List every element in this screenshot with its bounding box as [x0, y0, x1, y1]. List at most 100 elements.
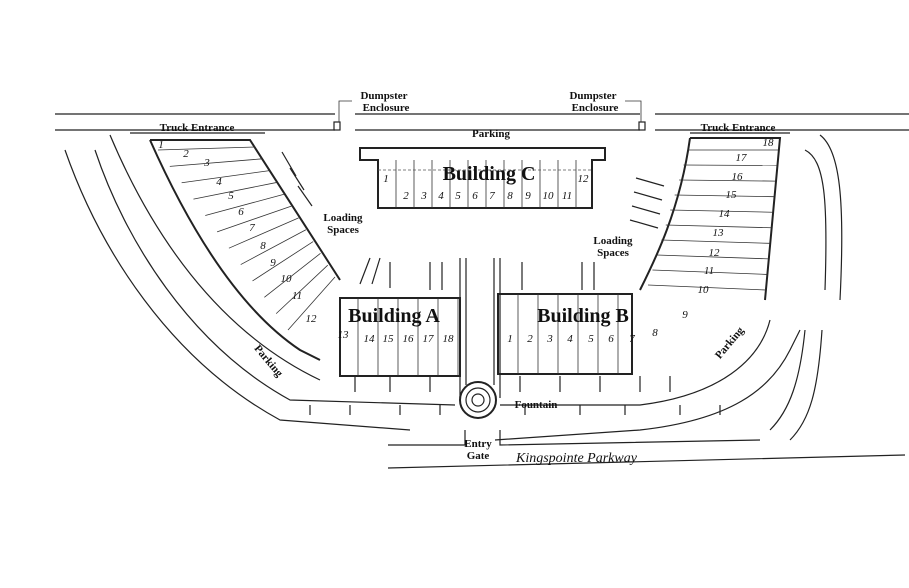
parkway-road [387, 430, 906, 469]
center-drive [459, 258, 501, 398]
building-a-unit: 5 [228, 190, 234, 202]
divider-line [157, 146, 256, 151]
divider-line [683, 164, 777, 166]
building-b-unit: 11 [704, 265, 714, 277]
building-b-unit: 10 [698, 284, 710, 296]
divider-line [674, 194, 775, 198]
building-c-unit: 1 [383, 173, 389, 185]
divider-line [635, 177, 665, 187]
right-inner-curb [500, 319, 771, 406]
dumpster-left-marker [333, 121, 341, 131]
building-a-unit: 9 [270, 257, 276, 269]
building-c-outline [359, 147, 606, 209]
building-c-unit: 3 [420, 190, 427, 202]
building-b-unit: 5 [588, 333, 594, 345]
divider-line [193, 182, 277, 200]
building-a-unit: 13 [338, 329, 350, 341]
divider-line [661, 239, 771, 244]
building-a-unit: 8 [260, 240, 266, 252]
truck-entrance-left-label: Truck Entrance [160, 122, 235, 134]
divider-line [652, 269, 768, 275]
right-parking-strip [804, 134, 843, 301]
divider-line [181, 170, 270, 184]
right-outer-curb [494, 329, 801, 441]
divider-line [216, 205, 292, 233]
divider-line [228, 217, 299, 249]
loading-right-label-1: Loading [593, 235, 633, 247]
dumpster-right-marker [638, 121, 646, 131]
divider-line [647, 284, 767, 291]
building-a-unit: 1 [158, 139, 164, 151]
divider-line [264, 253, 321, 298]
parking-right-label: Parking [713, 324, 747, 361]
building-c-unit: 5 [455, 190, 461, 202]
divider-line [371, 257, 381, 285]
fountain-outer [459, 381, 497, 419]
building-b-unit: 9 [682, 309, 688, 321]
fountain-middle [465, 387, 491, 413]
building-c-dividers [378, 160, 592, 208]
building-b-outline [497, 293, 633, 375]
divider-line [252, 241, 314, 282]
dumpster-left-label-2: Enclosure [363, 102, 410, 114]
building-a-unit: 18 [443, 333, 455, 345]
divider-line [240, 229, 307, 265]
building-a-name: Building A [348, 305, 440, 327]
building-c-unit: 4 [438, 190, 444, 202]
divider-line [656, 254, 769, 260]
left-building-outline [149, 139, 341, 361]
building-c-unit: 2 [403, 190, 409, 202]
loading-docks [281, 151, 665, 290]
right-building-outline [639, 137, 782, 301]
building-a-unit: 15 [383, 333, 395, 345]
building-b-unit: 3 [546, 333, 553, 345]
entry-gate-label-2: Gate [467, 450, 490, 462]
building-b-dividers [517, 294, 619, 374]
loading-right-label-2: Spaces [597, 247, 630, 259]
building-b-unit: 13 [713, 227, 725, 239]
building-b-unit: 15 [726, 189, 738, 201]
divider-line [665, 224, 772, 229]
loading-left-label-1: Loading [323, 212, 363, 224]
building-b-unit: 12 [709, 247, 721, 259]
building-b-unit: 4 [567, 333, 573, 345]
building-b-unit: 1 [507, 333, 513, 345]
building-c-unit: 12 [578, 173, 590, 185]
building-a-unit: 14 [364, 333, 376, 345]
building-b-name: Building B [537, 305, 629, 327]
divider-line [289, 167, 305, 191]
parking-top-label: Parking [472, 128, 510, 140]
truck-entrance-right-label: Truck Entrance [701, 122, 776, 134]
building-b-unit: 17 [736, 152, 748, 164]
right-road [769, 329, 823, 441]
building-a-unit: 12 [306, 313, 318, 325]
building-a-unit: 17 [423, 333, 435, 345]
dumpster-leaders [338, 100, 642, 122]
entry-gate-label-1: Entry [464, 438, 492, 450]
building-c-unit: 9 [525, 190, 531, 202]
divider-line [297, 185, 313, 207]
left-parking-edge [109, 134, 321, 381]
divider-line [631, 205, 661, 215]
building-a-unit: 7 [249, 222, 255, 234]
dumpster-right-label-1: Dumpster [569, 90, 616, 102]
dumpster-left-label-1: Dumpster [360, 90, 407, 102]
divider-line [633, 191, 663, 201]
divider-line [679, 179, 776, 182]
building-b-unit: 18 [763, 137, 775, 149]
divider-line [205, 193, 285, 216]
divider-line [281, 151, 297, 177]
building-c-unit: 11 [562, 190, 572, 202]
building-c-unit: 10 [543, 190, 555, 202]
building-a-unit: 6 [238, 206, 244, 218]
divider-line [629, 219, 659, 229]
right-unit-dividers [647, 149, 778, 291]
divider-line [275, 264, 329, 314]
building-c-unit: 6 [472, 190, 478, 202]
left-outer-curb [64, 149, 411, 431]
loading-left-label-2: Spaces [327, 224, 360, 236]
divider-line [670, 209, 773, 213]
building-b-unit: 6 [608, 333, 614, 345]
parking-left-label: Parking [252, 343, 286, 380]
